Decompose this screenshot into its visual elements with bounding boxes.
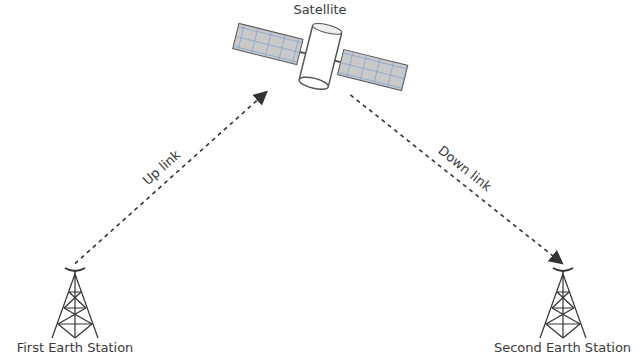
node-label: Satellite bbox=[293, 2, 346, 18]
tower-illustration bbox=[40, 262, 110, 340]
node-label: Second Earth Station bbox=[494, 340, 631, 356]
link-label: Up link bbox=[138, 145, 184, 189]
link-label: Down link bbox=[434, 141, 497, 195]
link-arrow bbox=[350, 95, 562, 264]
earth-station-node: First Earth Station bbox=[5, 262, 145, 356]
satellite-node: Satellite bbox=[225, 2, 415, 98]
tower-illustration bbox=[528, 262, 598, 340]
link-arrow bbox=[75, 92, 267, 264]
satellite-illustration bbox=[225, 18, 415, 98]
node-label: First Earth Station bbox=[17, 340, 134, 356]
earth-station-node: Second Earth Station bbox=[490, 262, 635, 356]
